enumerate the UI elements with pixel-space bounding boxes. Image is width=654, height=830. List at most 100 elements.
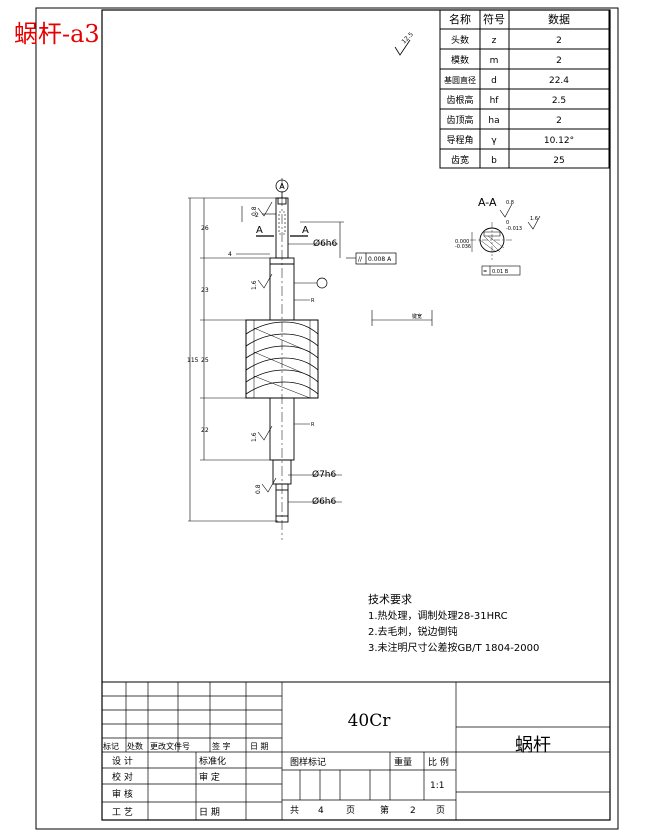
rev-header: 处数 bbox=[127, 741, 143, 751]
rev-header: 签 字 bbox=[212, 741, 231, 751]
dia-callouts: Ø6h6 Ø7h6 Ø6h6 bbox=[288, 238, 342, 507]
row-symbol: z bbox=[492, 36, 497, 46]
svg-text:0.8: 0.8 bbox=[255, 484, 262, 494]
weight-label: 重量 bbox=[394, 756, 412, 768]
row-symbol: d bbox=[491, 76, 497, 86]
rev-header: 标记 bbox=[103, 741, 119, 751]
title-block-text: 40Cr 蜗杆 标记 处数 更改文件号 签 字 日 期 设 计 标准化 校 对 … bbox=[103, 711, 551, 818]
svg-text:键宽: 键宽 bbox=[412, 313, 422, 320]
svg-text:0.000: 0.000 bbox=[455, 239, 469, 245]
total-pages-label: 共 bbox=[290, 805, 299, 816]
row-name: 齿宽 bbox=[451, 154, 469, 166]
tech-notes: 技术要求 1.热处理，调制处理28-31HRC 2.去毛刺，锐边倒钝 3.未注明… bbox=[368, 593, 539, 654]
svg-text:=: = bbox=[483, 269, 487, 275]
table-header-symbol: 符号 bbox=[483, 13, 505, 26]
standard-label: 标准化 bbox=[199, 755, 226, 767]
total-pages-unit: 页 bbox=[346, 805, 355, 816]
row-symbol: ha bbox=[488, 116, 499, 126]
roughness-general-symbol: 12.5 bbox=[394, 31, 415, 56]
scale-label: 比 例 bbox=[428, 756, 449, 768]
dim-overall: 115 bbox=[187, 357, 199, 364]
param-table: 名称 符号 数据 头数 z 2 模数 m 2 基圆直径 d 22.4 齿根高 h… bbox=[439, 9, 610, 169]
title-block bbox=[101, 681, 611, 821]
svg-text:0.8: 0.8 bbox=[251, 206, 258, 216]
table-header-data: 数据 bbox=[548, 12, 570, 26]
row-value: 10.12° bbox=[544, 136, 574, 146]
dim-step-4: 4 bbox=[228, 251, 232, 258]
review-label: 审 定 bbox=[199, 771, 220, 783]
dim-dia-mid: Ø7h6 bbox=[312, 469, 337, 480]
svg-text:0.8: 0.8 bbox=[506, 200, 514, 206]
check-label: 校 对 bbox=[112, 771, 133, 783]
page-label: 第 bbox=[380, 804, 389, 816]
svg-text:0.008 A: 0.008 A bbox=[368, 256, 392, 263]
dim-r-label: R bbox=[311, 298, 315, 304]
dim-dia-bot: Ø6h6 bbox=[312, 496, 337, 507]
svg-text:-0.013: -0.013 bbox=[506, 226, 522, 232]
datum-a-marker: A bbox=[275, 179, 289, 198]
row-symbol: hf bbox=[490, 96, 500, 106]
row-value: 2 bbox=[556, 116, 562, 126]
leader-balloon: R R bbox=[294, 277, 328, 428]
row-name: 齿根高 bbox=[446, 94, 473, 106]
page-n: 2 bbox=[410, 806, 416, 816]
audit-label: 审 核 bbox=[112, 788, 133, 800]
dim-23: 23 bbox=[201, 287, 209, 294]
note-item: 1.热处理，调制处理28-31HRC bbox=[368, 609, 508, 622]
step-dims: 2 4 bbox=[228, 206, 344, 258]
row-symbol: b bbox=[491, 156, 497, 166]
scale-value: 1:1 bbox=[430, 781, 444, 791]
dim-top-length: 26 bbox=[201, 225, 209, 232]
row-name: 导程角 bbox=[446, 134, 473, 146]
rev-header: 日 期 bbox=[250, 742, 269, 751]
key-width-dim: 键宽 bbox=[371, 310, 433, 326]
svg-text:0.01 B: 0.01 B bbox=[492, 269, 509, 275]
section-mark-right: A bbox=[290, 225, 309, 237]
row-symbol: γ bbox=[491, 136, 497, 146]
left-dimension-chain: 26 23 25 22 115 bbox=[187, 197, 278, 522]
row-value: 22.4 bbox=[549, 76, 569, 86]
row-value: 2 bbox=[556, 56, 562, 66]
part-name: 蜗杆 bbox=[515, 735, 551, 756]
date-label: 日 期 bbox=[199, 807, 220, 818]
note-item: 3.未注明尺寸公差按GB/T 1804-2000 bbox=[368, 641, 539, 654]
row-value: 25 bbox=[553, 156, 564, 166]
row-symbol: m bbox=[490, 56, 499, 66]
note-item: 2.去毛刺，锐边倒钝 bbox=[368, 625, 458, 638]
fcf-parallel: // 0.008 A bbox=[346, 252, 397, 265]
section-mark-left: A bbox=[256, 225, 274, 237]
svg-text:-0.036: -0.036 bbox=[455, 244, 471, 250]
notes-title: 技术要求 bbox=[368, 593, 412, 606]
svg-text:1.6: 1.6 bbox=[530, 216, 538, 222]
total-pages-n: 4 bbox=[318, 806, 324, 816]
svg-text://: // bbox=[358, 256, 363, 263]
section-title: A-A bbox=[478, 196, 497, 209]
row-name: 基圆直径 bbox=[444, 75, 476, 85]
rev-header: 更改文件号 bbox=[150, 741, 190, 751]
design-label: 设 计 bbox=[112, 755, 133, 767]
svg-text:A: A bbox=[302, 225, 309, 236]
row-value: 2 bbox=[556, 36, 562, 46]
dim-step-2: 2 bbox=[255, 212, 259, 219]
svg-text:A: A bbox=[256, 225, 263, 236]
outer-border bbox=[35, 7, 619, 830]
material: 40Cr bbox=[348, 711, 392, 731]
svg-text:0: 0 bbox=[506, 220, 509, 226]
row-name: 齿顶高 bbox=[446, 114, 473, 126]
stage-label: 图样标记 bbox=[290, 756, 326, 768]
row-name: 模数 bbox=[451, 54, 469, 66]
table-header-name: 名称 bbox=[449, 12, 471, 26]
svg-text:1.6: 1.6 bbox=[251, 280, 258, 290]
roughness-marks: 1.6 1.6 0.8 0.8 bbox=[251, 201, 277, 494]
drawing-title: 蜗杆-a3 bbox=[14, 20, 100, 48]
process-label: 工 艺 bbox=[112, 807, 133, 818]
svg-text:A: A bbox=[279, 182, 285, 191]
dim-r-label: R bbox=[311, 422, 315, 428]
dim-dia-top: Ø6h6 bbox=[313, 238, 338, 249]
row-name: 头数 bbox=[451, 34, 469, 46]
svg-text:1.6: 1.6 bbox=[251, 432, 258, 442]
row-value: 2.5 bbox=[552, 96, 566, 106]
dim-25: 25 bbox=[201, 357, 209, 364]
worm-part-view bbox=[245, 178, 319, 540]
